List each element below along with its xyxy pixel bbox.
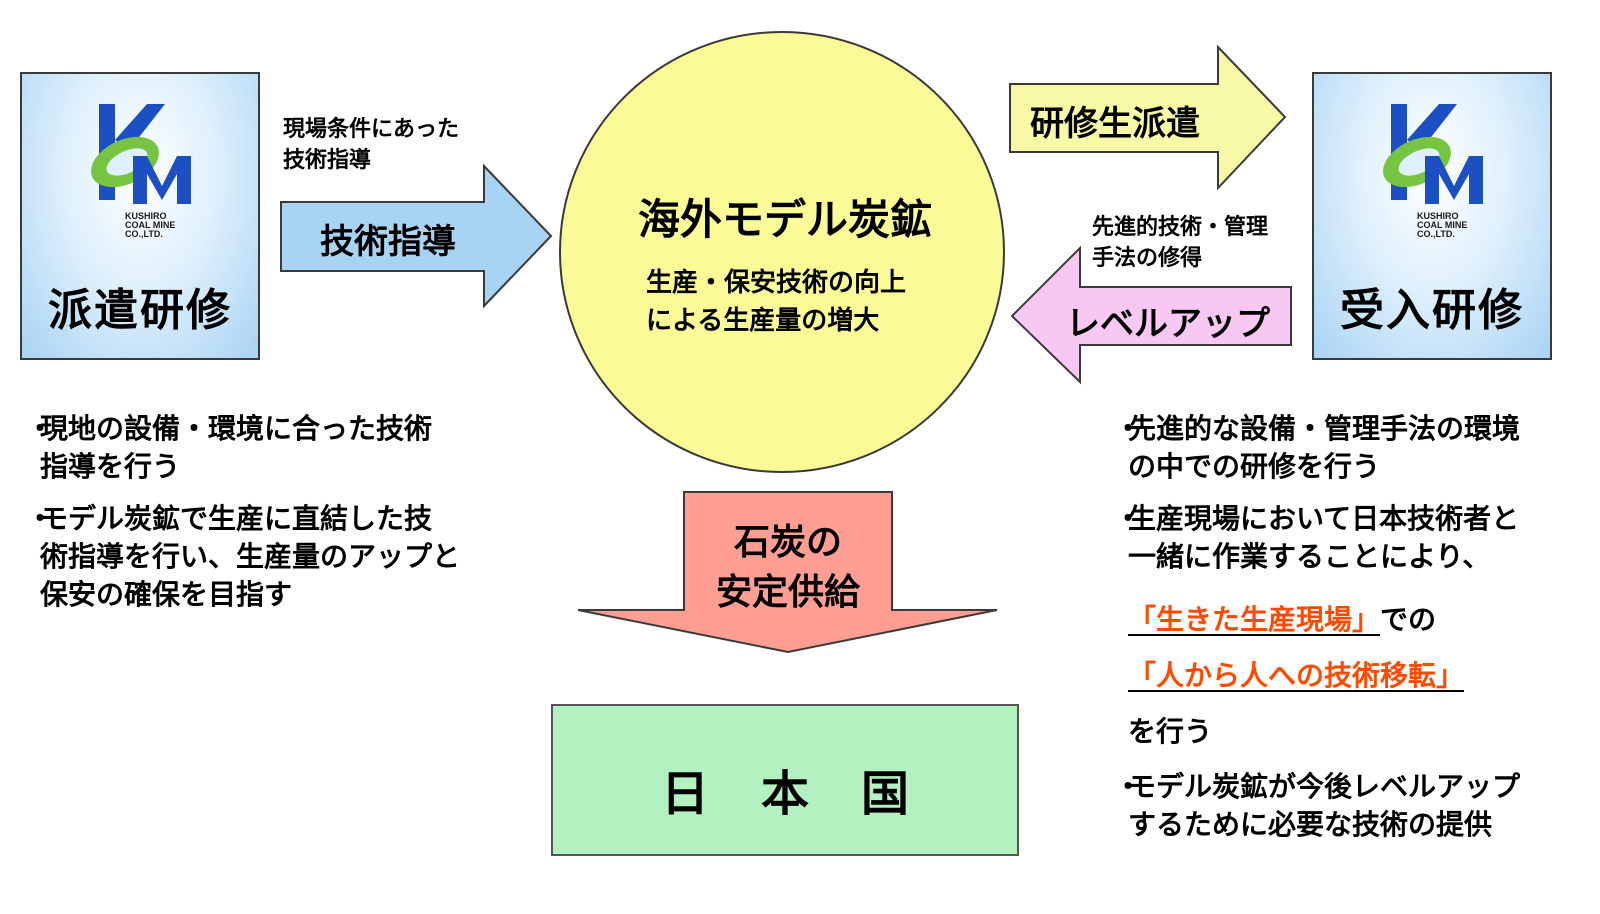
- stable-supply-label: 石炭の 安定供給: [684, 518, 892, 618]
- right-arrow-note: 先進的技術・管理 手法の修得: [1092, 212, 1268, 274]
- right-bullet-2-line2: 一緒に作業することにより、: [1128, 540, 1491, 573]
- highlight-1-suffix: での: [1380, 603, 1437, 636]
- right-bullet-3-line2: するために必要な技術の提供: [1128, 808, 1493, 841]
- right-arrow-note-line2: 手法の修得: [1092, 246, 1203, 271]
- trainee-dispatch-arrow: [1009, 44, 1287, 191]
- level-up-arrow: [1010, 245, 1292, 385]
- stable-supply-arrow: [577, 491, 998, 654]
- circle-subtitle-line1: 生産・保安技術の向上: [646, 268, 907, 298]
- bullet-marker: ・: [1114, 412, 1143, 445]
- bullet-marker: ・: [26, 412, 55, 445]
- bullet-marker: ・: [1114, 770, 1143, 803]
- right-bullet-3: ・モデル炭鉱が今後レベルアップ するために必要な技術の提供: [1114, 768, 1598, 844]
- stable-supply-line2: 安定供給: [715, 572, 860, 613]
- receiving-training-title: 受入研修: [1340, 285, 1524, 336]
- highlight-line-1: 「生きた生産現場」での: [1128, 598, 1436, 638]
- technical-guidance-label: 技術指導: [320, 222, 456, 262]
- closing-line: を行う: [1128, 715, 1213, 748]
- left-bullet-2: ・モデル炭鉱で生産に直結した技 術指導を行い、生産量のアップと 保安の確保を目指…: [26, 500, 510, 614]
- circle-subtitle-line2: による生産量の増大: [646, 306, 880, 336]
- japan-box: 日本国: [551, 704, 1019, 856]
- left-bullet-2-line3: 保安の確保を目指す: [40, 578, 293, 611]
- left-arrow-note-line1: 現場条件にあった: [283, 117, 460, 142]
- left-arrow-note: 現場条件にあった 技術指導: [283, 114, 459, 176]
- overseas-model-mine-circle: [559, 31, 1005, 473]
- km-logo-icon: [1383, 104, 1483, 204]
- right-bullet-2: ・生産現場において日本技術者と 一緒に作業することにより、: [1114, 500, 1598, 576]
- left-bullet-1: ・現地の設備・環境に合った技術 指導を行う: [26, 410, 500, 486]
- trainee-dispatch-label: 研修生派遣: [1030, 104, 1200, 144]
- right-bullet-1-line2: の中での研修を行う: [1128, 450, 1381, 483]
- left-arrow-note-line2: 技術指導: [283, 148, 372, 173]
- right-bullet-1: ・先進的な設備・管理手法の環境 の中での研修を行う: [1114, 410, 1598, 486]
- right-bullet-3-line1: モデル炭鉱が今後レベルアップ: [1128, 770, 1521, 803]
- technical-guidance-arrow: [280, 163, 553, 309]
- living-production-site-highlight: 「生きた生産現場」: [1128, 603, 1381, 636]
- right-bullet-2-line1: 生産現場において日本技術者と: [1128, 502, 1520, 535]
- person-to-person-transfer-highlight: 「人から人への技術移転」: [1128, 659, 1465, 692]
- circle-title: 海外モデル炭鉱: [637, 195, 932, 244]
- highlight-line-2: 「人から人への技術移転」: [1128, 654, 1464, 694]
- km-logo-icon: [91, 104, 191, 204]
- circle-subtitle: 生産・保安技術の向上 による生産量の増大: [646, 264, 906, 340]
- bullet-marker: ・: [26, 502, 55, 535]
- level-up-label: レベルアップ: [1066, 304, 1270, 344]
- bullet-marker: ・: [1114, 502, 1143, 535]
- left-bullet-2-line2: 術指導を行い、生産量のアップと: [40, 540, 461, 573]
- dispatch-training-title: 派遣研修: [48, 285, 232, 336]
- left-bullet-2-line1: モデル炭鉱で生産に直結した技: [40, 502, 433, 535]
- right-arrow-note-line1: 先進的技術・管理: [1092, 215, 1269, 240]
- right-bullet-1-line1: 先進的な設備・管理手法の環境: [1128, 412, 1521, 445]
- left-bullet-1-line2: 指導を行う: [40, 450, 181, 483]
- japan-label: 日本国: [660, 766, 961, 822]
- left-bullet-1-line1: 現地の設備・環境に合った技術: [40, 412, 433, 445]
- stable-supply-line1: 石炭の: [733, 522, 842, 563]
